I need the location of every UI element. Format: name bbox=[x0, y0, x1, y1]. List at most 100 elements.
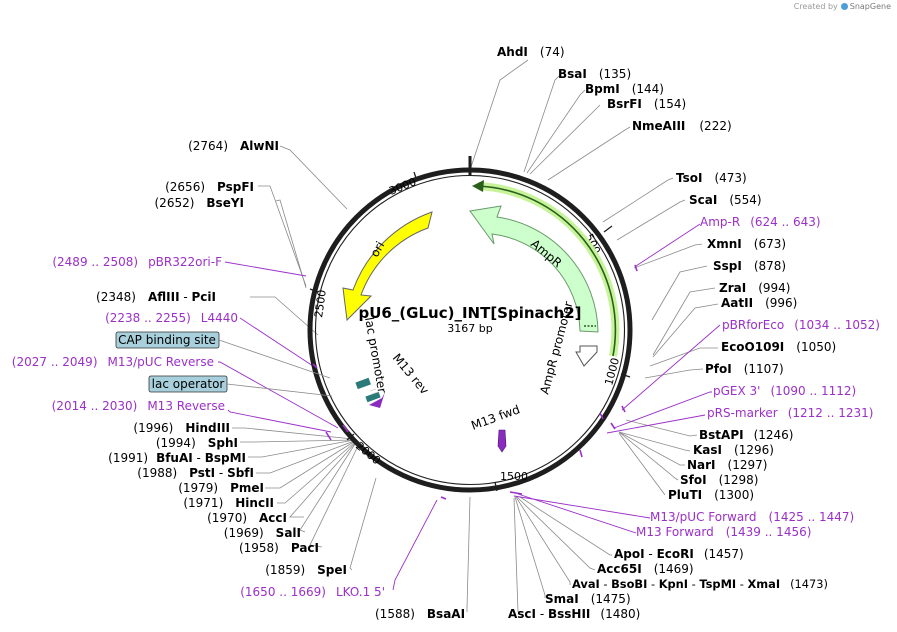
site-pos: (2652) bbox=[155, 196, 195, 210]
svg-text:ZraI(994): ZraI(994) bbox=[719, 281, 790, 295]
primer-range: (1650 .. 1669) bbox=[240, 585, 326, 599]
primer-name: LKO.1 5' bbox=[336, 585, 385, 599]
lac-operator-mark bbox=[355, 377, 371, 390]
primer-range: (2014 .. 2030) bbox=[52, 399, 138, 413]
ampr-promoter-arrow bbox=[575, 345, 598, 367]
site-name: PfoI bbox=[705, 362, 732, 376]
cap-binding-site-label: CAP binding site bbox=[118, 333, 216, 347]
svg-text:(2764)AlwNI: (2764)AlwNI bbox=[188, 139, 279, 153]
site-pos: (1859) bbox=[265, 563, 305, 577]
site-pos: (2656) bbox=[165, 180, 205, 194]
svg-text:BsaI(135): BsaI(135) bbox=[558, 67, 631, 81]
svg-text:TsoI(473): TsoI(473) bbox=[676, 171, 747, 185]
site-name: KasI bbox=[693, 443, 722, 457]
primer-name: pRS-marker bbox=[707, 406, 778, 420]
site-pos: (144) bbox=[632, 82, 664, 96]
site-name: BsaAI bbox=[427, 607, 465, 621]
svg-text:(1958)PacI: (1958) PacI bbox=[239, 541, 319, 555]
site-pos: (1297) bbox=[728, 458, 768, 472]
plasmid-name: pU6_(GLuc)_INT[Spinach2] bbox=[358, 304, 581, 322]
site-separator: - bbox=[536, 607, 548, 621]
svg-text:(1996)HindIII: (1996)HindIII bbox=[133, 421, 230, 435]
m13-fwd-arrow bbox=[497, 429, 507, 453]
cap-site-mark bbox=[365, 391, 381, 403]
primer-range: (1425 .. 1447) bbox=[769, 510, 855, 524]
site-separator: - bbox=[736, 577, 747, 591]
site-name: EcoO109I bbox=[721, 340, 784, 354]
site-pos: (74) bbox=[540, 45, 565, 59]
site-name: AvaI bbox=[572, 577, 600, 591]
primer-name: pBR322ori-F bbox=[148, 255, 222, 269]
plasmid-size: 3167 bp bbox=[447, 322, 492, 335]
primer-range: (2238 .. 2255) bbox=[105, 311, 191, 325]
svg-text:pRS-marker(1212 .. 1231): pRS-marker(1212 .. 1231) bbox=[707, 406, 873, 420]
tick-label-1500: 1500 bbox=[500, 470, 528, 483]
site-name: ApoI bbox=[614, 547, 645, 561]
site-name: SmaI bbox=[545, 592, 579, 606]
svg-text:ScaI(554): ScaI(554) bbox=[689, 193, 762, 207]
svg-text:pBRforEco(1034 .. 1052): pBRforEco(1034 .. 1052) bbox=[722, 318, 880, 332]
primer-range: (2027 .. 2049) bbox=[12, 355, 98, 369]
lac-operator-box: lac operator bbox=[148, 375, 228, 393]
svg-text:M13 Forward(1439 .. 1456): M13 Forward (1439 .. 1456) bbox=[636, 525, 811, 539]
left-site-labels: (2764)AlwNI (2656)PspFI (2652)BseYI (234… bbox=[96, 139, 347, 577]
site-pos: (1958) bbox=[239, 541, 279, 555]
svg-text:ApoI - EcoRI(1457): ApoI - EcoRI(1457) bbox=[614, 547, 744, 561]
site-name: BpmI bbox=[585, 82, 620, 96]
site-pos: (2348) bbox=[96, 290, 136, 304]
primer-lines bbox=[218, 223, 721, 591]
site-name: PstI bbox=[189, 466, 215, 480]
site-name: NmeAIII bbox=[632, 119, 685, 133]
svg-text:(1970)AccI: (1970)AccI bbox=[207, 511, 287, 525]
created-by-text: Created by bbox=[793, 2, 838, 11]
site-separator: - bbox=[688, 577, 699, 591]
site-name: BsoBI bbox=[611, 577, 647, 591]
site-name: PacI bbox=[291, 541, 319, 555]
svg-text:BsrFI(154): BsrFI(154) bbox=[607, 97, 686, 111]
svg-text:Acc65I(1469): Acc65I(1469) bbox=[597, 562, 694, 576]
site-name: XmaI bbox=[748, 577, 781, 591]
svg-text:AatII(996): AatII(996) bbox=[721, 296, 797, 310]
svg-text:BstAPI(1246): BstAPI(1246) bbox=[699, 428, 793, 442]
tick-labels: 500 1000 1500 2000 2500 3000 bbox=[312, 175, 622, 483]
svg-text:(2238 .. 2255)L4440: (2238 .. 2255)L4440 bbox=[105, 311, 238, 325]
svg-text:(1979)PmeI: (1979)PmeI bbox=[178, 481, 264, 495]
site-pos: (1457) bbox=[704, 547, 744, 561]
ampr-feature bbox=[469, 205, 599, 333]
svg-text:BpmI(144): BpmI (144) bbox=[585, 82, 664, 96]
site-name: BssHII bbox=[548, 607, 590, 621]
m13-rev-arrow bbox=[369, 392, 385, 408]
svg-text:Amp-R(624 .. 643): Amp-R(624 .. 643) bbox=[700, 215, 821, 229]
site-name: ScaI bbox=[689, 193, 717, 207]
site-name: NarI bbox=[687, 458, 716, 472]
site-pos: (1994) bbox=[156, 436, 196, 450]
ampr-highlight-line bbox=[477, 185, 617, 357]
leader-lines bbox=[232, 59, 719, 613]
site-name: TsoI bbox=[676, 171, 702, 185]
site-pos: (154) bbox=[654, 97, 686, 111]
site-name: AscI bbox=[508, 607, 536, 621]
svg-text:NmeAIII(222): NmeAIII(222) bbox=[632, 119, 732, 133]
svg-text:(1650 .. 1669)LKO.1 5': (1650 .. 1669) LKO.1 5' bbox=[240, 585, 385, 599]
lac-operator-label: lac operator bbox=[152, 377, 225, 391]
site-pos: (1988) bbox=[137, 466, 177, 480]
site-name: PspFI bbox=[217, 180, 254, 194]
primer-range: (1439 .. 1456) bbox=[726, 525, 812, 539]
site-pos: (1246) bbox=[754, 428, 794, 442]
site-name: BsaI bbox=[558, 67, 587, 81]
svg-text:PfoI(1107): PfoI(1107) bbox=[705, 362, 784, 376]
site-pos: (1588) bbox=[375, 607, 415, 621]
site-pos: (1969) bbox=[224, 526, 264, 540]
primer-name: M13 Forward bbox=[636, 525, 714, 539]
primer-name: M13/pUC Reverse bbox=[108, 355, 215, 369]
lac-leader bbox=[226, 383, 333, 397]
svg-text:AhdI(74): AhdI(74) bbox=[497, 45, 565, 59]
site-pos: (1991) bbox=[108, 451, 148, 465]
site-separator: - bbox=[180, 290, 192, 304]
m13-rev-label: M13 rev bbox=[390, 351, 432, 397]
site-pos: (878) bbox=[754, 259, 786, 273]
site-name: SalI bbox=[276, 526, 301, 540]
bottom-site-labels: ApoI - EcoRI(1457) Acc65I(1469) AvaI - B… bbox=[375, 547, 828, 621]
